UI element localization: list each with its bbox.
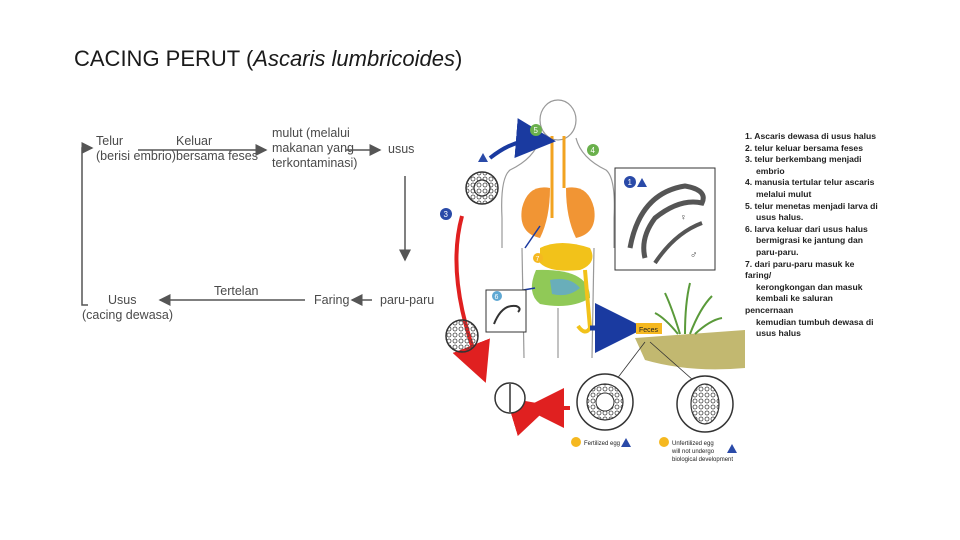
flow-keluar-label: Keluar <box>176 134 213 148</box>
badge-step-7 <box>533 253 543 263</box>
step-line: faring/ <box>745 270 772 281</box>
step-line: 4. manusia tertular telur ascaris <box>745 177 875 188</box>
female-symbol: ♀ <box>680 212 687 222</box>
flow-usus-dewasa-sublabel: (cacing dewasa) <box>82 308 174 322</box>
female-worm <box>627 183 706 259</box>
flow-mulut-line3: terkontaminasi) <box>272 156 358 170</box>
badge-step-4-label: 4 <box>591 146 596 155</box>
step-line: usus halus <box>756 328 801 339</box>
flow-tertelan: Tertelan <box>214 284 259 298</box>
flow-usus-dewasa: Usus (cacing dewasa) <box>82 293 173 323</box>
colon <box>576 269 593 334</box>
step-line: kembali ke saluran <box>756 293 833 304</box>
feces-tag <box>636 323 662 334</box>
life-cycle-illustration: ♀ ♂ Feces Fertilized egg Unfertilized eg… <box>440 99 745 463</box>
esophagus <box>550 136 566 218</box>
flow-mulut-line1: mulut (melalui <box>272 126 350 140</box>
badge-step-1 <box>624 176 636 188</box>
grass <box>654 282 723 335</box>
badge-yellow-fertilized <box>571 437 581 447</box>
flow-faring: Faring <box>314 293 350 307</box>
flow-telur-sublabel: (berisi embrio) <box>96 149 176 163</box>
step-line: pencernaan <box>745 304 794 315</box>
badge-step-7-label: 7 <box>536 256 540 263</box>
badge-step-5 <box>530 124 542 136</box>
embryonated-egg <box>465 171 499 205</box>
infective-triangle <box>478 153 488 162</box>
flow-telur-label: Telur <box>96 134 124 148</box>
ingestion-arrow <box>488 118 556 160</box>
diagnostic-triangle-unfertilized <box>727 444 737 453</box>
arrow-usus-to-telur <box>81 142 94 306</box>
left-lung <box>521 187 550 238</box>
embryonated-egg-larva <box>473 179 491 197</box>
unfertilized-egg-line1: Unfertilized egg <box>672 441 714 447</box>
page-title: CACING PERUT (Ascaris lumbricoides) <box>74 46 462 72</box>
unfertilized-egg <box>690 383 720 425</box>
badge-step-5-label: 5 <box>534 126 539 135</box>
step-line: usus halus. <box>756 212 804 223</box>
step-line: 1. Ascaris dewasa di usus halus <box>745 131 877 141</box>
step-line: 3. telur berkembang menjadi <box>745 154 862 165</box>
flow-telur: Telur (berisi embrio) <box>96 134 176 164</box>
step-line: kemudian tumbuh dewasa di <box>756 316 874 327</box>
step-line: 7. dari paru-paru masuk ke <box>745 258 855 269</box>
badge-step-1-label: 1 <box>628 178 633 187</box>
fertilized-egg-label: Fertilized egg <box>584 441 620 447</box>
title-close: ) <box>455 46 463 71</box>
badge-step-6-label: 6 <box>495 294 499 301</box>
step-line: melalui mulut <box>756 188 812 199</box>
step-line: bermigrasi ke jantung dan <box>756 235 863 246</box>
badge-step-6 <box>492 291 502 301</box>
diagnostic-triangle-fertilized <box>621 438 631 447</box>
flow-mulut-line2: makanan yang <box>272 141 355 155</box>
soil <box>635 330 745 370</box>
stomach <box>540 243 593 271</box>
flow-mulut: mulut (melalui makanan yang terkontamina… <box>272 126 357 171</box>
flow-usus-dewasa-label: Usus <box>108 293 137 307</box>
flow-usus: usus <box>388 142 415 156</box>
flow-keluar-sublabel: bersama feses <box>176 149 258 163</box>
lung-pointer <box>524 225 541 249</box>
male-symbol: ♂ <box>690 250 698 261</box>
title-scientific-name: Ascaris lumbricoides <box>253 46 456 71</box>
title-main: CACING PERUT ( <box>74 46 254 71</box>
egg-cleaving <box>445 319 479 353</box>
unfertilized-egg-line2: will not undergo <box>671 449 715 455</box>
right-lung <box>566 187 595 238</box>
unfertilized-egg-line3: biological development <box>672 457 733 463</box>
badge-step-4 <box>587 144 599 156</box>
larva-worm <box>493 304 521 325</box>
step-line: 6. larva keluar dari usus halus <box>745 223 868 234</box>
step-line: paru-paru. <box>756 246 799 257</box>
flow-paru: paru-paru <box>380 293 435 307</box>
step-line: 2. telur keluar bersama feses <box>745 142 863 153</box>
flow-keluar: Keluar bersama feses <box>176 134 258 164</box>
badge-step-3-label: 3 <box>444 210 449 219</box>
diagnostic-triangle-adult <box>637 178 647 187</box>
step-line: embrio <box>756 165 785 176</box>
step-line: kerongkongan dan masuk <box>756 281 863 292</box>
step-line: 5. telur menetas menjadi larva di <box>745 200 878 211</box>
male-worm <box>653 221 703 265</box>
feces-label: Feces <box>639 327 659 334</box>
badge-yellow-unfertilized <box>659 437 669 447</box>
intestine-detail <box>550 279 580 296</box>
badge-step-3 <box>440 208 452 220</box>
fertilized-egg-core <box>595 392 615 412</box>
